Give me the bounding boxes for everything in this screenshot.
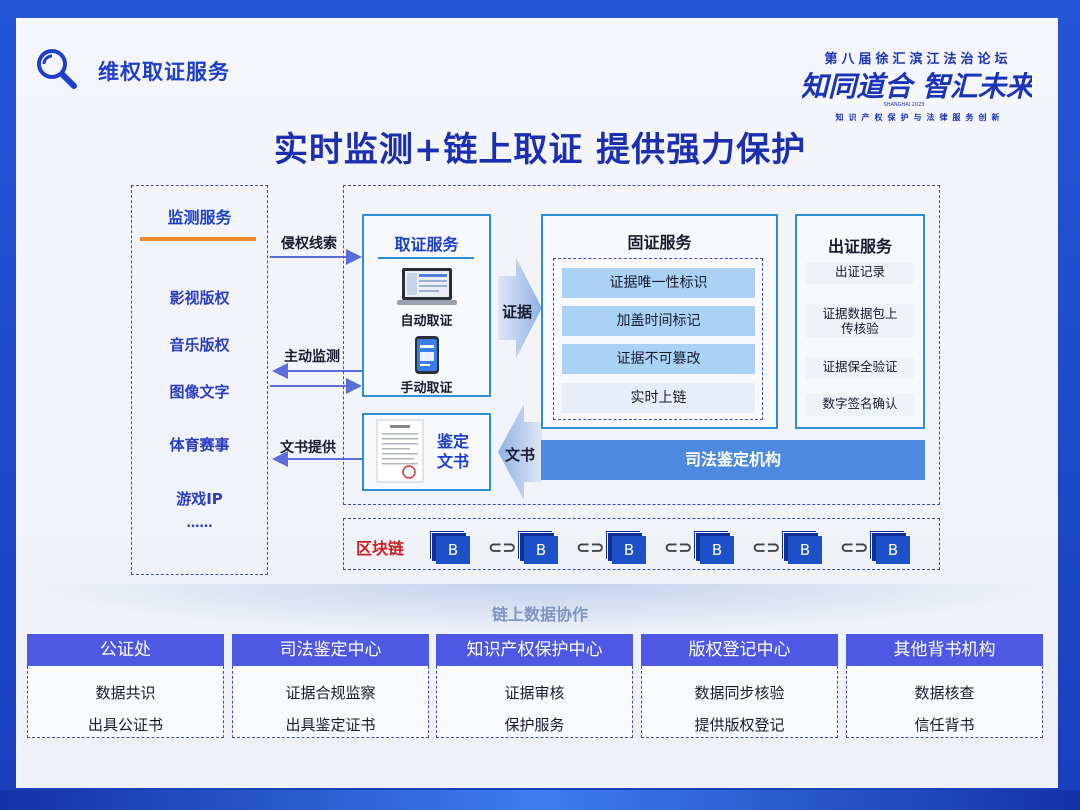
document-arrow bbox=[498, 404, 542, 500]
label-infringe-clue: 侵权线索 bbox=[281, 236, 337, 252]
block-icon: B bbox=[612, 536, 646, 564]
label-doc-provide: 文书提供 bbox=[280, 440, 336, 456]
block-icon: B bbox=[436, 536, 470, 564]
evidence-underline bbox=[378, 257, 474, 259]
evidence-arrow bbox=[498, 258, 542, 358]
monitor-title: 监测服务 bbox=[167, 208, 232, 227]
output-item: 出证记录 bbox=[806, 262, 914, 284]
collab-line: 证据合规监察 bbox=[285, 684, 376, 702]
search-icon bbox=[37, 49, 77, 89]
block-icon: B bbox=[524, 536, 558, 564]
forum-subtitle: 知识产权保护与法律服务创新 bbox=[835, 113, 1005, 122]
logo-sub: SHANGHAI 2023 bbox=[884, 102, 925, 108]
chain-link-icon: ⊂⊃ bbox=[752, 538, 781, 558]
block-icon: B bbox=[788, 536, 822, 564]
block-icon: B bbox=[700, 536, 734, 564]
collab-column-body bbox=[436, 666, 633, 738]
collab-line: 数据核查 bbox=[914, 684, 975, 702]
fixing-item: 实时上链 bbox=[562, 383, 755, 413]
logo-slogan: 知同道合 智汇未来 bbox=[802, 70, 1032, 103]
output-item: 证据数据包上传核验 bbox=[806, 304, 914, 338]
label-active-monitor: 主动监测 bbox=[284, 349, 340, 365]
chain-link-icon: ⊂⊃ bbox=[840, 538, 869, 558]
collab-line: 证据审核 bbox=[504, 684, 565, 702]
manual-evidence-label: 手动取证 bbox=[400, 381, 453, 396]
collab-column-head: 公证处 bbox=[27, 634, 224, 666]
judicial-institution-bar: 司法鉴定机构 bbox=[541, 440, 925, 480]
laptop-icon bbox=[397, 268, 457, 305]
monitor-item: 图像文字 bbox=[169, 383, 230, 401]
blockchain-label: 区块链 bbox=[356, 539, 405, 558]
fixing-inner bbox=[553, 258, 763, 420]
chain-link-icon: ⊂⊃ bbox=[576, 538, 605, 558]
page-title: 实时监测+链上取证 提供强力保护 bbox=[273, 130, 807, 170]
chain-link-icon: ⊂⊃ bbox=[488, 538, 517, 558]
label-document: 文书 bbox=[505, 446, 536, 464]
monitor-item: 游戏IP bbox=[176, 490, 223, 508]
collab-column-body bbox=[846, 666, 1043, 738]
chain-link-icon: ⊂⊃ bbox=[664, 538, 693, 558]
collab-line: 保护服务 bbox=[504, 716, 565, 734]
fixing-item: 加盖时间标记 bbox=[562, 306, 755, 336]
monitor-item: 影视版权 bbox=[169, 289, 230, 307]
auto-evidence-label: 自动取证 bbox=[400, 314, 453, 329]
collab-line: 出具公证书 bbox=[87, 716, 163, 734]
section-title: 维权取证服务 bbox=[98, 60, 230, 84]
collab-line: 数据共识 bbox=[95, 684, 156, 702]
appraisal-doc-line2: 文书 bbox=[436, 452, 469, 471]
blockchain-row: B ⊂⊃ B ⊂⊃ B ⊂⊃ B ⊂⊃ B ⊂⊃ B bbox=[436, 534, 926, 566]
collab-column-body bbox=[232, 666, 429, 738]
collab-line: 数据同步核验 bbox=[694, 684, 785, 702]
collab-line: 提供版权登记 bbox=[694, 716, 785, 734]
output-item: 证据保全验证 bbox=[806, 357, 914, 379]
appraisal-doc-label: 鉴定 文书 bbox=[430, 432, 476, 472]
collab-column-body bbox=[641, 666, 838, 738]
label-evidence: 证据 bbox=[502, 303, 533, 321]
blockchain-panel bbox=[343, 518, 940, 570]
collab-line: 信任背书 bbox=[914, 716, 975, 734]
forum-logo: 知同道合 智汇未来 SHANGHAI 2023 bbox=[802, 70, 1032, 108]
monitor-underline bbox=[140, 237, 256, 241]
service-container bbox=[343, 185, 940, 505]
evidence-title: 取证服务 bbox=[394, 235, 459, 254]
document-icon bbox=[376, 419, 424, 483]
output-item: 数字签名确认 bbox=[806, 394, 914, 416]
collab-column-head: 其他背书机构 bbox=[846, 634, 1043, 666]
appraisal-doc-line1: 鉴定 bbox=[436, 432, 469, 451]
phone-icon bbox=[415, 336, 439, 374]
flow-arrows bbox=[270, 249, 362, 467]
monitor-item: …… bbox=[186, 516, 213, 531]
collab-glow bbox=[20, 584, 1060, 634]
collab-column-head: 知识产权保护中心 bbox=[436, 634, 633, 666]
monitor-item: 体育赛事 bbox=[169, 436, 230, 454]
collab-column-head: 版权登记中心 bbox=[641, 634, 838, 666]
monitor-panel bbox=[131, 185, 268, 575]
bottom-band bbox=[0, 790, 1080, 810]
collab-line: 出具鉴定证书 bbox=[285, 716, 376, 734]
collab-column-body bbox=[27, 666, 224, 738]
fixing-title: 固证服务 bbox=[627, 233, 692, 252]
monitor-item: 音乐版权 bbox=[169, 336, 230, 354]
fixing-item: 证据唯一性标识 bbox=[562, 268, 755, 298]
forum-name: 第八届徐汇滨江法治论坛 bbox=[824, 52, 1012, 67]
output-title: 出证服务 bbox=[827, 237, 892, 256]
collab-column-head: 司法鉴定中心 bbox=[232, 634, 429, 666]
fixing-item: 证据不可篡改 bbox=[562, 344, 755, 374]
block-icon: B bbox=[876, 536, 910, 564]
collab-title: 链上数据协作 bbox=[491, 605, 588, 624]
